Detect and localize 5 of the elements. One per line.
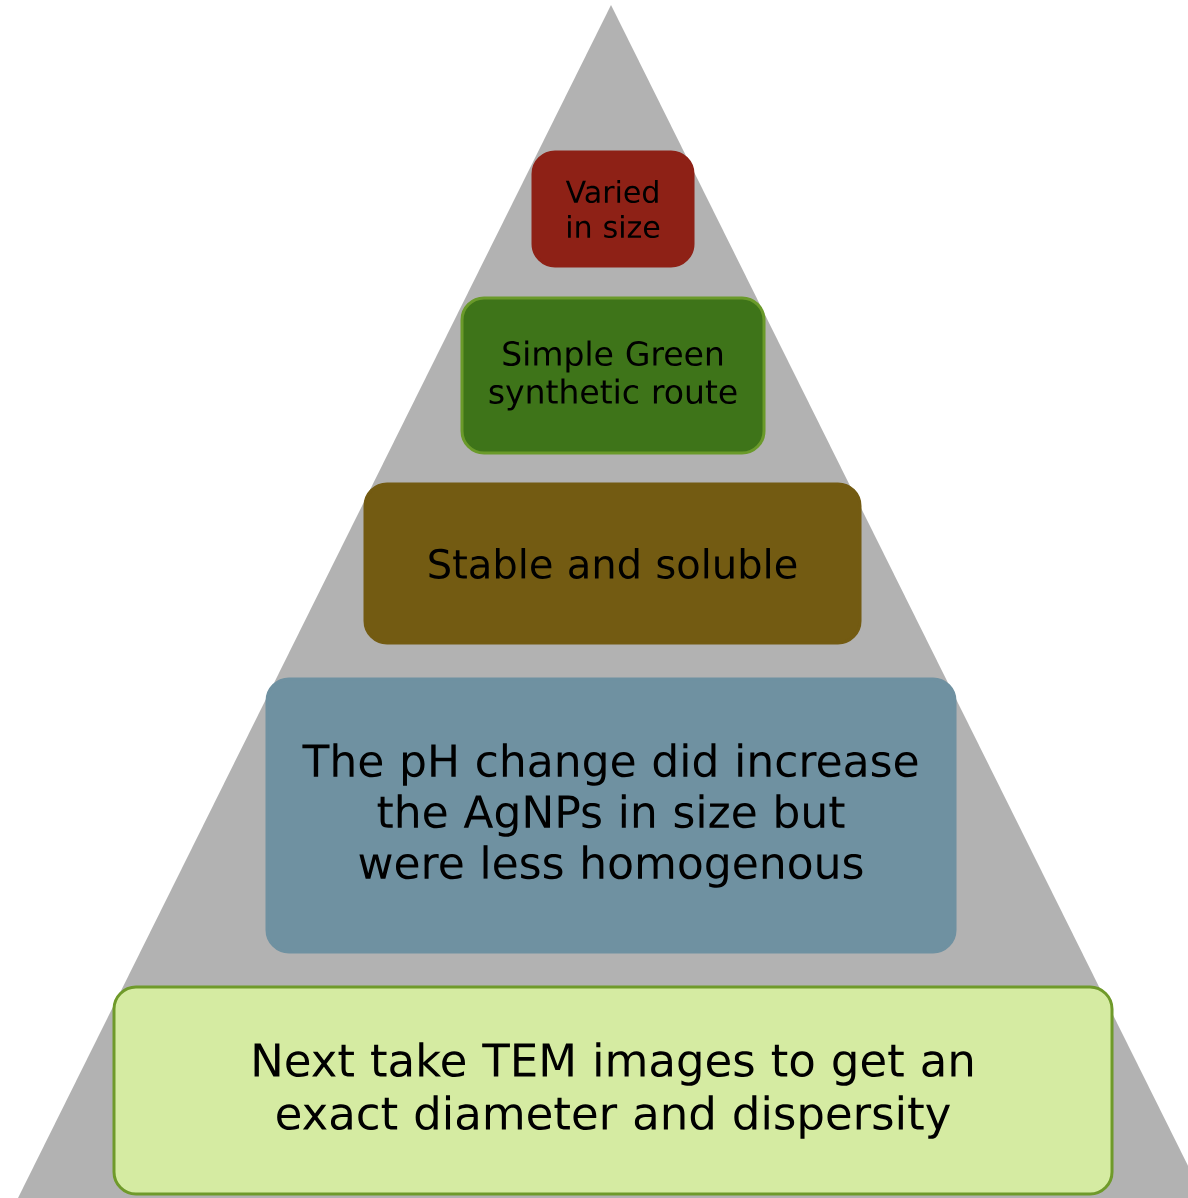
level-box: Varied in size [531, 150, 695, 268]
level-box: Stable and soluble [363, 482, 862, 645]
level-box: Next take TEM images to get an exact diameter and dispersity [112, 985, 1114, 1196]
level-box: Simple Green synthetic route [460, 296, 766, 455]
level-box: The pH change did increase the AgNPs in size but were less homogenous [265, 677, 957, 954]
